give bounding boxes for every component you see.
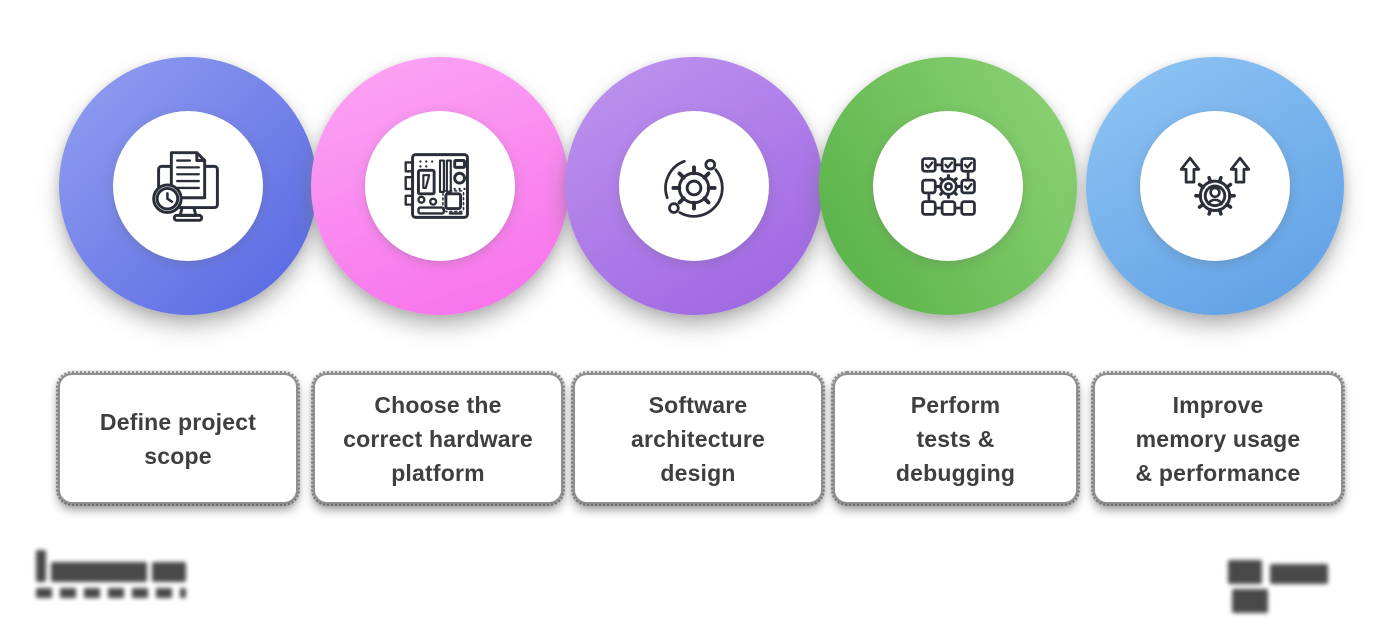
- gear-orbit-icon: [664, 158, 724, 218]
- gear-person-growth-arrows-icon: [1179, 156, 1251, 216]
- step-circle-inner: [619, 111, 769, 261]
- step-circle-inner: [365, 111, 515, 261]
- step-card-architecture-design: Software architecture design: [571, 371, 825, 506]
- step-circle-inner: [113, 111, 263, 261]
- step-circle-tests-debugging: [819, 57, 1077, 315]
- motherboard-icon: [404, 153, 469, 219]
- step-circle-inner: [873, 111, 1023, 261]
- step-card-define-scope: Define project scope: [56, 371, 300, 506]
- step-label: Improve memory usage & performance: [1135, 391, 1301, 486]
- step-label: Perform tests & debugging: [895, 391, 1016, 486]
- right-logo-watermark: [1228, 560, 1368, 613]
- step-circle-inner: [1140, 111, 1290, 261]
- monitor-document-clock-icon: [152, 151, 219, 222]
- step-label: Software architecture design: [630, 391, 766, 486]
- step-label: Choose the correct hardware platform: [343, 391, 533, 486]
- step-label: Define project scope: [99, 408, 257, 469]
- step-card-memory-performance: Improve memory usage & performance: [1091, 371, 1345, 506]
- step-card-tests-debugging: Perform tests & debugging: [831, 371, 1080, 506]
- step-circle-memory-performance: [1086, 57, 1344, 315]
- left-logo-wordmark: [36, 548, 206, 582]
- left-logo-watermark: [36, 548, 206, 606]
- flowchart-checkboxes-gear-icon: [921, 157, 976, 216]
- step-card-hardware-platform: Choose the correct hardware platform: [311, 371, 565, 506]
- step-circle-architecture-design: [565, 57, 823, 315]
- step-circle-define-scope: [59, 57, 317, 315]
- step-circle-hardware-platform: [311, 57, 569, 315]
- left-logo-tagline: [36, 588, 186, 598]
